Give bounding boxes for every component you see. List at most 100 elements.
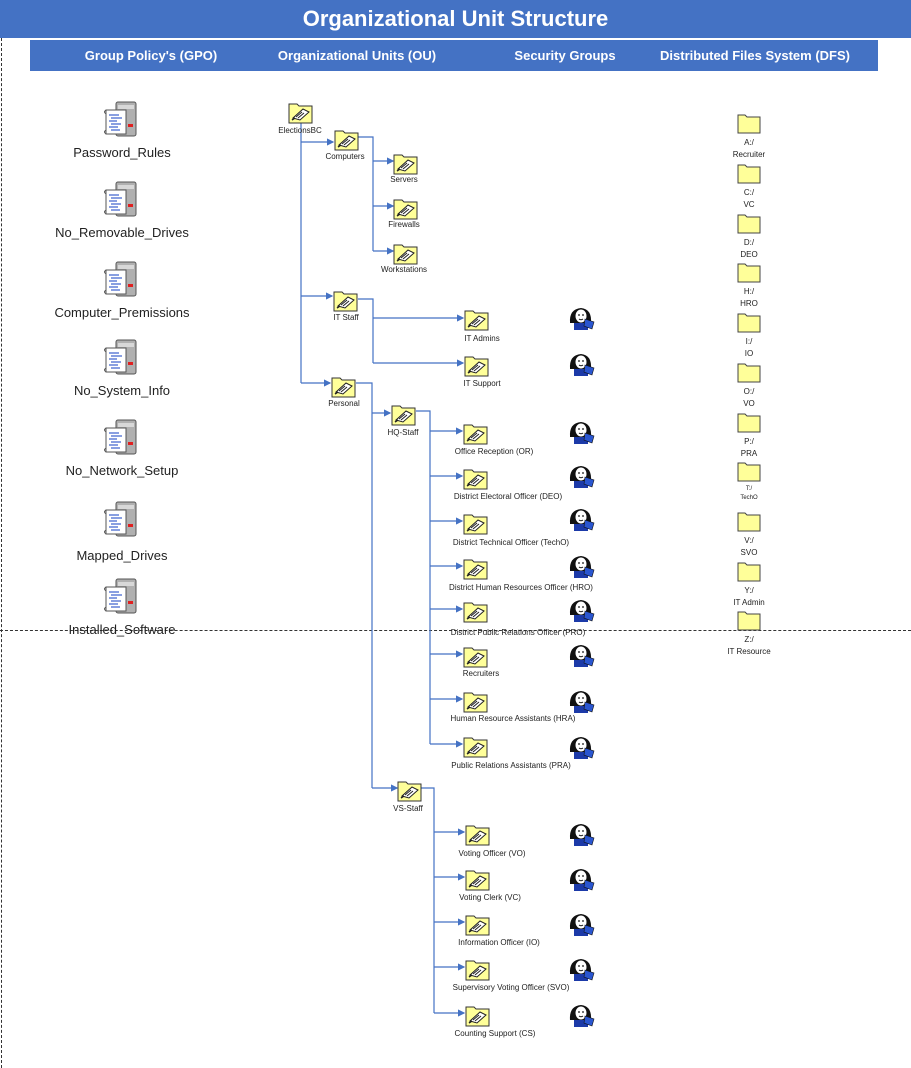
ou-folder-icon [393, 150, 419, 176]
security-group-user-icon [567, 504, 595, 532]
header-gpo: Group Policy's (GPO) [84, 48, 218, 63]
dfs-folder-icon [737, 162, 761, 184]
dfs-share-name: PRA [740, 449, 758, 458]
gpo-label: No_Removable_Drives [55, 225, 189, 240]
dfs-drive-letter: Z:/ [744, 635, 754, 644]
gpo-item: Password_Rules [22, 100, 222, 160]
gpo-label: No_Network_Setup [65, 463, 179, 478]
dfs-label: I:/IO [714, 336, 784, 360]
ou-label-recruiters: Recruiters [462, 669, 500, 678]
dfs-folder-icon [737, 112, 761, 134]
ou-label-vs-staff: VS-Staff [393, 804, 423, 813]
dfs-share-name: IT Admin [733, 598, 765, 607]
gpo-label: Installed_Software [68, 622, 176, 637]
dfs-share-name: IO [744, 349, 754, 358]
ou-folder-icon [465, 866, 491, 892]
ou-label-root: ElectionsBC [278, 126, 322, 135]
ou-folder-icon [463, 643, 489, 669]
dfs-folder-icon [737, 361, 761, 383]
security-group-user-icon [567, 1000, 595, 1028]
policy-scroll-icon [22, 260, 222, 300]
policy-scroll-icon [22, 577, 222, 617]
dfs-drive-letter: H:/ [743, 287, 755, 296]
ou-label-it-admins: IT Admins [464, 334, 500, 343]
dfs-drive-letter: T:/ [745, 486, 753, 492]
security-group-user-icon [567, 551, 595, 579]
header-ou: Organizational Units (OU) [277, 48, 437, 63]
dfs-drive-letter: Y:/ [744, 586, 754, 595]
ou-folder-icon [334, 126, 360, 152]
ou-folder-icon [465, 911, 491, 937]
dfs-folder-icon [737, 460, 761, 482]
gpo-item: No_System_Info [22, 338, 222, 398]
ou-label-svo: Supervisory Voting Officer (SVO) [452, 983, 570, 992]
dfs-folder-icon [737, 609, 761, 631]
security-group-user-icon [567, 461, 595, 489]
ou-folder-icon [463, 465, 489, 491]
security-group-user-icon [567, 303, 595, 331]
diagram-title: Organizational Unit Structure [0, 0, 911, 38]
dfs-label: H:/ HRO [714, 286, 784, 310]
ou-label-hq-staff: HQ-Staff [387, 428, 419, 437]
ou-folder-icon [391, 401, 417, 427]
dfs-share-name: SVO [740, 548, 758, 557]
ou-folder-icon [463, 420, 489, 446]
dfs-label: Z:/IT Resource [714, 634, 784, 658]
ou-folder-icon [464, 352, 490, 378]
policy-scroll-icon [22, 180, 222, 220]
security-group-user-icon [567, 864, 595, 892]
ou-folder-icon [393, 240, 419, 266]
dfs-folder-icon [737, 510, 761, 532]
ou-label-computers: Computers [325, 152, 365, 161]
dfs-label: P:/ PRA [714, 436, 784, 460]
security-group-user-icon [567, 349, 595, 377]
ou-label-workstations: Workstations [380, 265, 428, 274]
policy-scroll-icon [22, 100, 222, 140]
security-group-user-icon [567, 640, 595, 668]
ou-label-vo: Voting Officer (VO) [458, 849, 526, 858]
ou-label-deo: District Electoral Officer (DEO) [453, 492, 563, 501]
dfs-drive-letter: V:/ [744, 536, 754, 545]
security-group-user-icon [567, 819, 595, 847]
gpo-item: No_Removable_Drives [22, 180, 222, 240]
ou-label-pra: Public Relations Assistants (PRA) [451, 761, 571, 770]
ou-folder-icon [397, 777, 423, 803]
gpo-item: Mapped_Drives [22, 500, 222, 563]
ou-label-hra: Human Resource Assistants (HRA) [450, 714, 576, 723]
left-dashed-border [1, 38, 2, 1068]
column-header-bar: Group Policy's (GPO) Organizational Unit… [30, 40, 878, 71]
gpo-label: No_System_Info [73, 383, 171, 398]
security-group-user-icon [567, 732, 595, 760]
ou-folder-icon [331, 373, 357, 399]
ou-label-vc: Voting Clerk (VC) [459, 893, 521, 902]
dfs-drive-letter: P:/ [744, 437, 754, 446]
gpo-item: No_Network_Setup [22, 418, 222, 478]
dfs-share-name: VC [743, 200, 755, 209]
dfs-folder-icon [737, 560, 761, 582]
ou-label-pro: District Public Relations Officer (PRO) [450, 628, 586, 637]
ou-folder-icon [333, 287, 359, 313]
dfs-share-name: DEO [740, 250, 758, 259]
ou-folder-icon [465, 1002, 491, 1028]
ou-label-cs: Counting Support (CS) [454, 1029, 536, 1038]
dfs-label: C:/ VC [714, 187, 784, 211]
dfs-label: T:/ TechO [714, 485, 784, 503]
ou-folder-icon [463, 510, 489, 536]
dfs-share-name: HRO [740, 299, 758, 308]
ou-folder-icon [463, 688, 489, 714]
dfs-share-name: TechO [740, 495, 758, 501]
gpo-label: Password_Rules [73, 145, 171, 160]
dfs-folder-icon [737, 311, 761, 333]
ou-label-servers: Servers [390, 175, 418, 184]
ou-folder-icon [464, 306, 490, 332]
dfs-share-name: VO [743, 399, 755, 408]
dfs-drive-letter: C:/ [743, 188, 755, 197]
dfs-share-name: Recruiter [732, 150, 766, 159]
ou-label-it-staff: IT Staff [333, 313, 359, 322]
ou-label-hro: District Human Resources Officer (HRO) [449, 583, 593, 592]
ou-label-personal: Personal [328, 399, 360, 408]
ou-folder-icon [465, 956, 491, 982]
dfs-label: O:/VO [714, 386, 784, 410]
ou-label-office-reception: Office Reception (OR) [454, 447, 534, 456]
